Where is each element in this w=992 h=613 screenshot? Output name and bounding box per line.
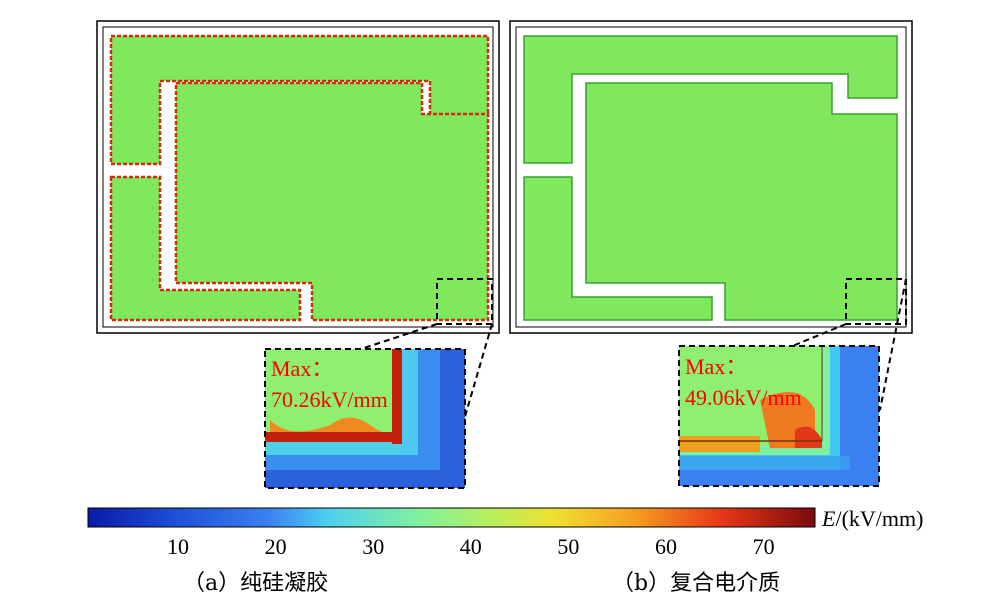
panel-b: Max： 49.06kV/mm bbox=[509, 20, 913, 487]
panel-b-zoom-line-left bbox=[789, 323, 847, 348]
panel-a-caption: （a）纯硅凝胶 bbox=[183, 571, 328, 596]
panel-b-caption: （b）复合电介质 bbox=[612, 571, 780, 596]
colorbar-tick-label: 10 bbox=[167, 534, 189, 559]
colorbar-tick-label: 60 bbox=[655, 534, 677, 559]
colorbar-tick-label: 50 bbox=[557, 534, 579, 559]
panel-a-electrode-main bbox=[174, 81, 490, 322]
colorbar-tick-label: 30 bbox=[362, 534, 384, 559]
panel-a-inset: Max： 70.26kV/mm bbox=[264, 348, 466, 489]
panel-a-zoom-line-left bbox=[357, 323, 438, 351]
panel-b-inset: Max： 49.06kV/mm bbox=[678, 345, 880, 487]
panel-b-electrode-bottom-left bbox=[523, 176, 713, 321]
colorbar-tick-label: 40 bbox=[460, 534, 482, 559]
panel-b-max-label: Max： bbox=[685, 354, 747, 379]
colorbar-unit-text: /(kV/mm) bbox=[835, 506, 923, 531]
panel-b-max-value: 49.06kV/mm bbox=[685, 385, 802, 410]
colorbar-tick-label: 20 bbox=[265, 534, 287, 559]
panel-b-zoom-line-right bbox=[879, 278, 907, 411]
colorbar-unit: E/(kV/mm) bbox=[821, 506, 923, 531]
colorbar-ticks: 10 20 30 40 50 60 70 bbox=[167, 534, 775, 559]
panel-b-zoom-box bbox=[845, 278, 907, 325]
colorbar-unit-symbol: E bbox=[821, 506, 836, 531]
panel-a-electrode-top bbox=[109, 34, 490, 166]
panel-a-zoom-line-right bbox=[463, 323, 493, 421]
panel-a-max-label: Max： bbox=[271, 356, 333, 381]
panel-a-inset-frame bbox=[264, 348, 466, 489]
colorbar: 10 20 30 40 50 60 70 E/(kV/mm) bbox=[87, 506, 923, 559]
colorbar-tick-label: 70 bbox=[753, 534, 775, 559]
panel-a-electrode-bottom-left bbox=[109, 175, 302, 322]
panel-b-inset-frame bbox=[678, 345, 880, 487]
colorbar-gradient bbox=[87, 507, 816, 528]
panel-a-max-value: 70.26kV/mm bbox=[271, 387, 388, 412]
panel-b-electrode-top bbox=[523, 35, 898, 164]
panel-a: Max： 70.26kV/mm bbox=[96, 20, 500, 489]
